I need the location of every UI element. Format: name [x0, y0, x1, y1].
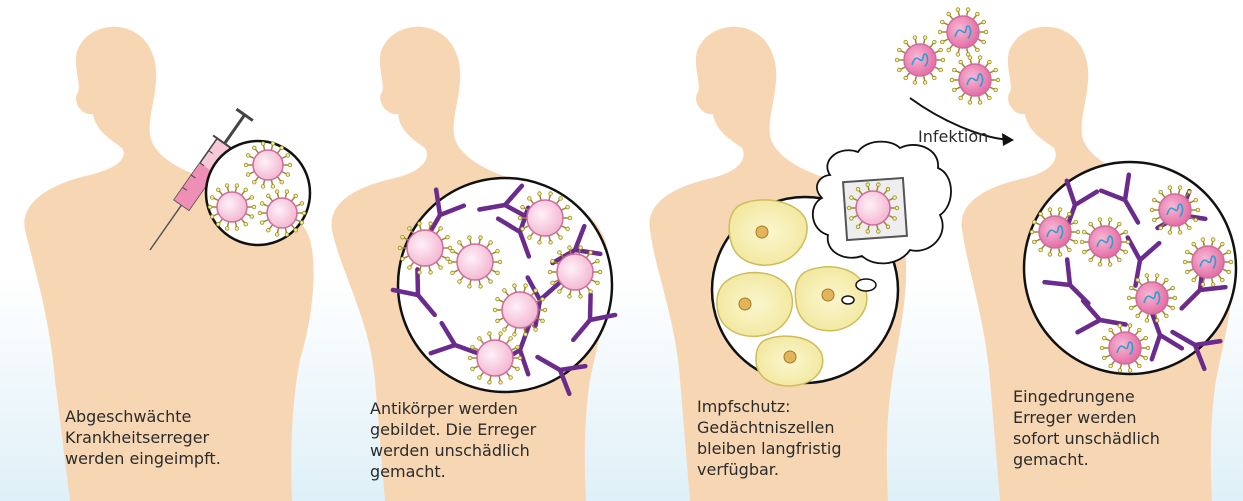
caption-panel-4: Eingedrungene Erreger werden sofort unsc…: [1013, 386, 1160, 470]
infection-label: Infektion: [918, 127, 988, 146]
caption-panel-3: Impfschutz: Gedächtniszellen bleiben lan…: [697, 396, 842, 480]
caption-panel-1: Abgeschwächte Krankheitserreger werden e…: [65, 406, 221, 469]
caption-panel-2: Antikörper werden gebildet. Die Erreger …: [370, 398, 536, 482]
